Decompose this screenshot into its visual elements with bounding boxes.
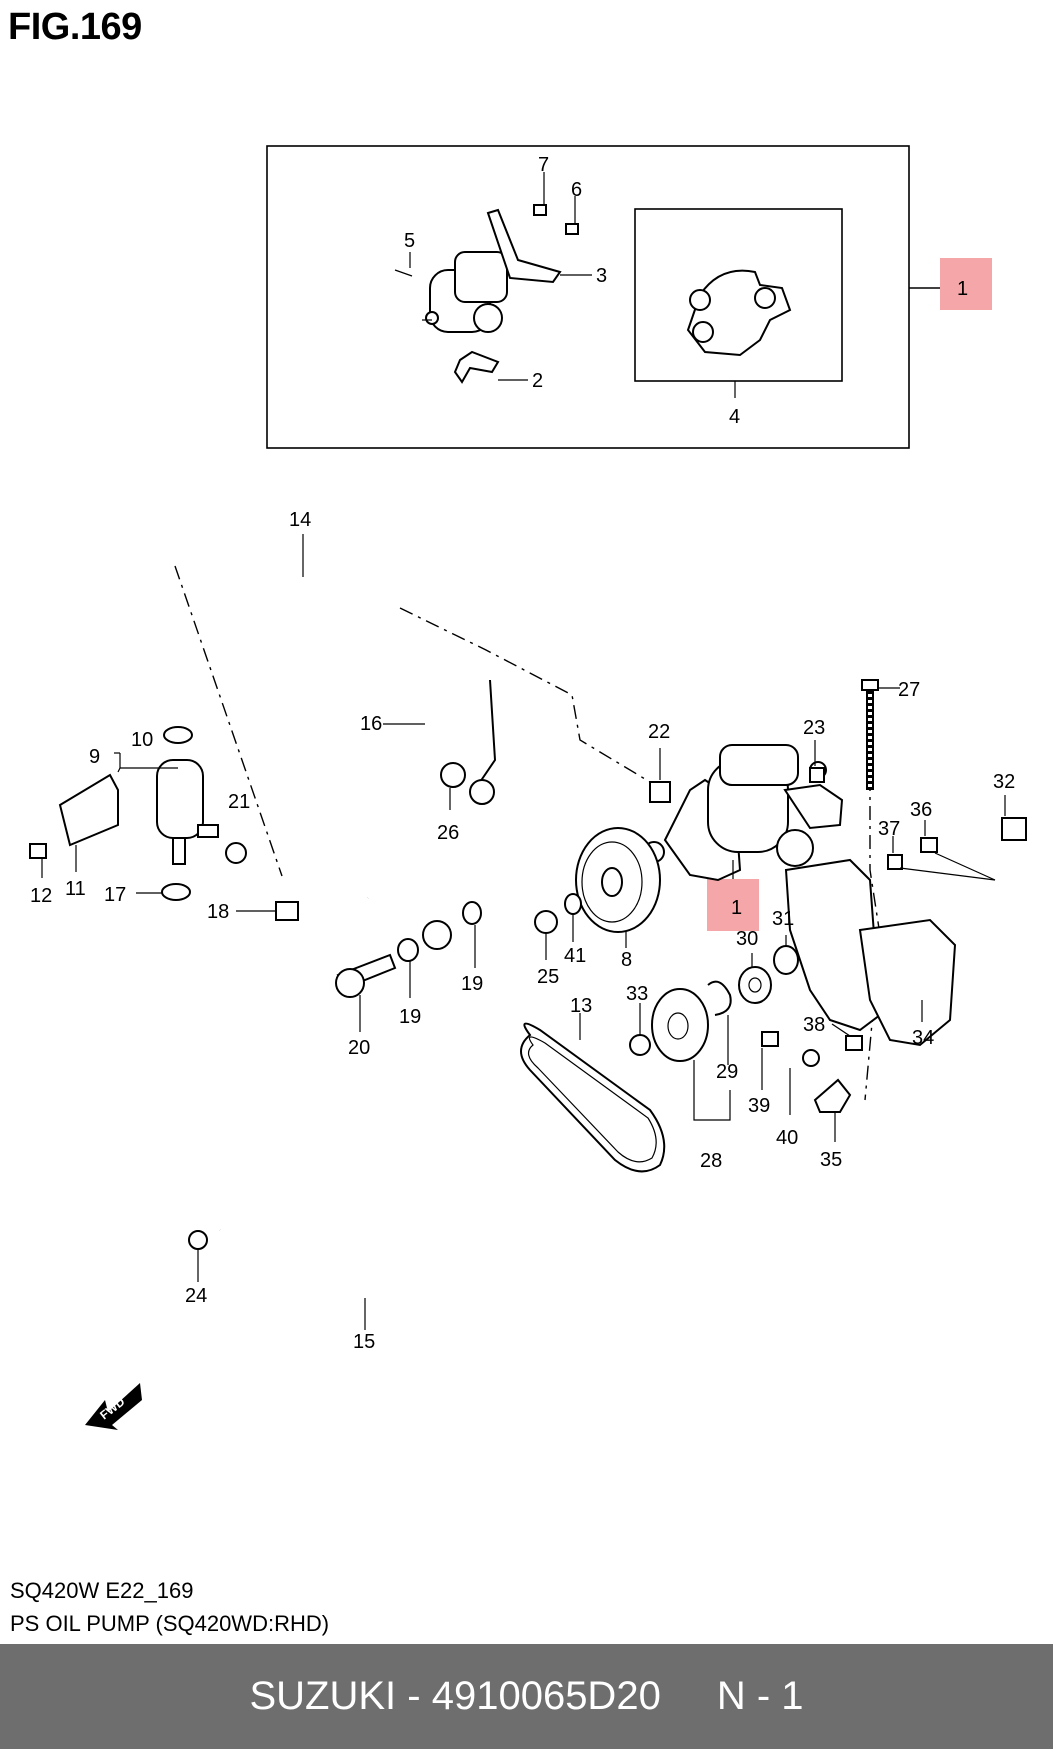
reservoir-icon xyxy=(29,726,247,865)
callout-28: 28 xyxy=(700,1150,722,1172)
sub-assembly-box xyxy=(634,208,843,382)
callout-30: 30 xyxy=(736,928,758,950)
callout-7: 7 xyxy=(538,154,549,176)
callout-36: 36 xyxy=(910,799,932,821)
callout-37: 37 xyxy=(878,818,900,840)
callout-27: 27 xyxy=(898,679,920,701)
callout-8: 8 xyxy=(621,949,632,971)
assembly-box xyxy=(266,145,910,449)
footer-quantity: N - 1 xyxy=(716,1674,804,1718)
figure-description: PS OIL PUMP (SQ420WD:RHD) xyxy=(10,1611,330,1636)
callout-32: 32 xyxy=(993,771,1015,793)
callout-24: 24 xyxy=(185,1285,207,1307)
callout-10: 10 xyxy=(131,729,153,751)
callout-15: 15 xyxy=(353,1331,375,1353)
model-code: SQ420W E22_169 xyxy=(10,1578,194,1603)
callout-2: 2 xyxy=(532,370,543,392)
callout-31: 31 xyxy=(772,908,794,930)
callout-23: 23 xyxy=(803,717,825,739)
parts-diagram: FWD 1 1 2 3 4 5 6 7 8 9 10 11 12 13 14 1… xyxy=(29,145,1027,1444)
callout-25: 25 xyxy=(537,966,559,988)
callout-18: 18 xyxy=(207,901,229,923)
callout-6: 6 xyxy=(571,179,582,201)
pump-assembly-icon xyxy=(394,204,579,384)
callout-16: 16 xyxy=(360,713,382,735)
callout-41: 41 xyxy=(564,945,586,967)
callout-38: 38 xyxy=(803,1014,825,1036)
callout-21: 21 xyxy=(228,791,250,813)
pump-housing-icon xyxy=(686,269,792,357)
callout-12: 12 xyxy=(30,885,52,907)
footer-part-number: SUZUKI - 4910065D20 xyxy=(249,1674,661,1718)
callout-11: 11 xyxy=(65,878,86,900)
callout-19: 19 xyxy=(461,973,483,995)
callout-19: 19 xyxy=(399,1006,421,1028)
callout-40: 40 xyxy=(776,1127,798,1149)
fwd-arrow-icon: FWD xyxy=(85,1383,142,1430)
callout-5: 5 xyxy=(404,230,415,252)
callout-3: 3 xyxy=(596,265,607,287)
highlight-box-upper[interactable] xyxy=(940,258,992,310)
callout-17: 17 xyxy=(104,884,126,906)
callout-35: 35 xyxy=(820,1149,842,1171)
callout-39: 39 xyxy=(748,1095,770,1117)
callout-4: 4 xyxy=(729,406,740,428)
callout-34: 34 xyxy=(912,1027,934,1049)
callout-13: 13 xyxy=(570,995,592,1017)
callout-14: 14 xyxy=(289,509,311,531)
pump-lower-icon xyxy=(643,744,844,882)
footer-bar: SUZUKI - 4910065D20 N - 1 xyxy=(0,1644,1053,1749)
callout-labels: 1 1 2 3 4 5 6 7 8 9 10 11 12 13 14 15 16… xyxy=(30,154,1015,1353)
figure-title: FIG.169 xyxy=(8,6,142,48)
callout-33: 33 xyxy=(626,983,648,1005)
highlight-box-lower[interactable] xyxy=(707,879,759,931)
callout-1: 1 xyxy=(957,278,968,300)
callout-22: 22 xyxy=(648,721,670,743)
callout-20: 20 xyxy=(348,1037,370,1059)
callout-9: 9 xyxy=(89,746,100,768)
callout-26: 26 xyxy=(437,822,459,844)
callout-29: 29 xyxy=(716,1061,738,1083)
callout-1: 1 xyxy=(731,897,742,919)
